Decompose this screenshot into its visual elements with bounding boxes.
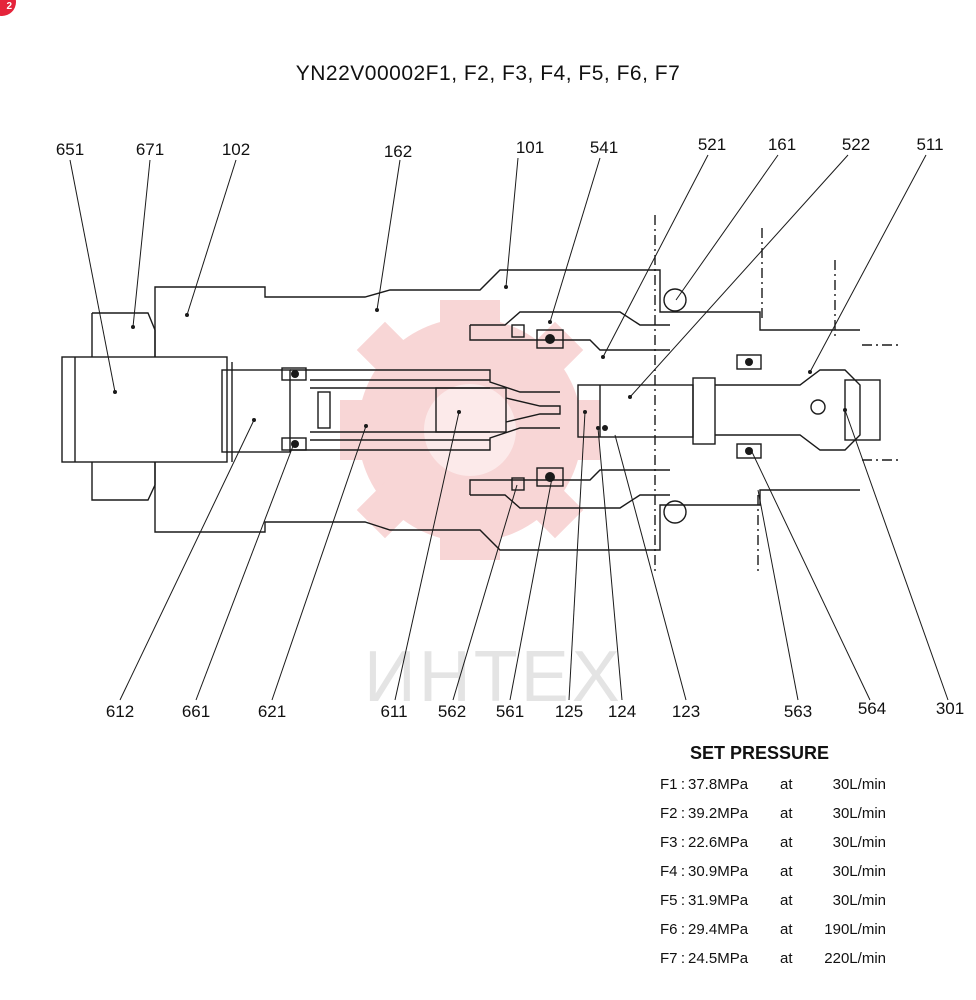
pressure-row-f4: F4:30.9MPa at 30L/min (660, 863, 886, 892)
row-at: at (780, 776, 793, 793)
row-pressure: 29.4MPa (688, 921, 749, 938)
ring-541 (536, 329, 564, 349)
row-id: F7 (660, 950, 678, 967)
callout-541: 541 (590, 138, 618, 157)
row-pressure: 31.9MPa (688, 892, 749, 909)
callout-564: 564 (858, 699, 886, 718)
row-at: at (780, 805, 793, 822)
callout-161: 161 (768, 135, 796, 154)
row-id: F5 (660, 892, 678, 909)
oring-161 (663, 288, 687, 312)
row-flow: 220L/min (824, 950, 886, 967)
callout-124: 124 (608, 702, 636, 721)
body-102-upper (154, 269, 860, 357)
row-at: at (780, 834, 793, 851)
row-flow: 30L/min (832, 863, 886, 880)
row-flow: 190L/min (824, 921, 886, 938)
callout-562: 562 (438, 702, 466, 721)
row-pressure: 30.9MPa (688, 863, 749, 880)
row-colon: : (680, 805, 686, 822)
set-pressure-title: SET PRESSURE (690, 743, 830, 763)
row-pressure: 22.6MPa (688, 834, 749, 851)
pressure-row-f3: F3:22.6MPa at 30L/min (660, 834, 886, 863)
row-flow: 30L/min (832, 892, 886, 909)
row-colon: : (680, 950, 686, 967)
poppet-511 (715, 369, 861, 451)
ring-564 (736, 443, 762, 459)
row-at: at (780, 950, 793, 967)
row-colon: : (680, 863, 686, 880)
row-colon: : (680, 834, 686, 851)
nut-671 (91, 312, 156, 501)
row-colon: : (680, 776, 686, 793)
callout-162: 162 (384, 142, 412, 161)
callout-611: 611 (380, 702, 407, 721)
row-at: at (780, 921, 793, 938)
row-at: at (780, 892, 793, 909)
row-colon: : (680, 921, 686, 938)
row-id: F1 (660, 776, 678, 793)
row-colon: : (680, 892, 686, 909)
row-id: F4 (660, 863, 678, 880)
pressure-row-f2: F2:39.2MPa at 30L/min (660, 805, 886, 834)
row-pressure: 39.2MPa (688, 805, 749, 822)
row-flow: 30L/min (832, 834, 886, 851)
row-id: F3 (660, 834, 678, 851)
callout-651: 651 (56, 140, 84, 159)
row-flow: 30L/min (832, 805, 886, 822)
row-pressure: 37.8MPa (688, 776, 749, 793)
row-id: F6 (660, 921, 678, 938)
callout-671: 671 (136, 140, 164, 159)
spring-seat (317, 391, 331, 429)
poppet-tip (505, 397, 561, 423)
row-id: F2 (660, 805, 678, 822)
plug-301 (844, 379, 881, 441)
drawing-title: YN22V00002F1, F2, F3, F4, F5, F6, F7 (295, 62, 681, 85)
row-at: at (780, 863, 793, 880)
callout-125: 125 (555, 702, 583, 721)
row-pressure: 24.5MPa (688, 950, 749, 967)
leader-lines (69, 154, 927, 398)
cap-651 (61, 356, 228, 463)
oring-661 (281, 437, 307, 451)
callout-521: 521 (698, 135, 726, 154)
row-flow: 30L/min (832, 776, 886, 793)
pressure-row-f6: F6:29.4MPa at 190L/min (660, 921, 886, 950)
callout-561: 561 (496, 702, 524, 721)
watermark-text: ИНТЕХ (364, 637, 623, 717)
callout-101: 101 (516, 138, 544, 157)
pressure-row-f5: F5:31.9MPa at 30L/min (660, 892, 886, 921)
callout-612: 612 (106, 702, 134, 721)
callout-661: 661 (182, 702, 210, 721)
pressure-row-f7: F7:24.5MPa at 220L/min (660, 950, 886, 979)
callout-563: 563 (784, 702, 812, 721)
callout-301: 301 (936, 699, 964, 718)
callout-123: 123 (672, 702, 700, 721)
callout-511: 511 (916, 135, 943, 154)
plug-612 (221, 369, 291, 453)
pressure-row-f1: F1:37.8MPa at 30L/min (660, 776, 886, 805)
screw-611 (435, 387, 507, 433)
callout-102: 102 (222, 140, 250, 159)
callout-522: 522 (842, 135, 870, 154)
callout-621: 621 (258, 702, 286, 721)
